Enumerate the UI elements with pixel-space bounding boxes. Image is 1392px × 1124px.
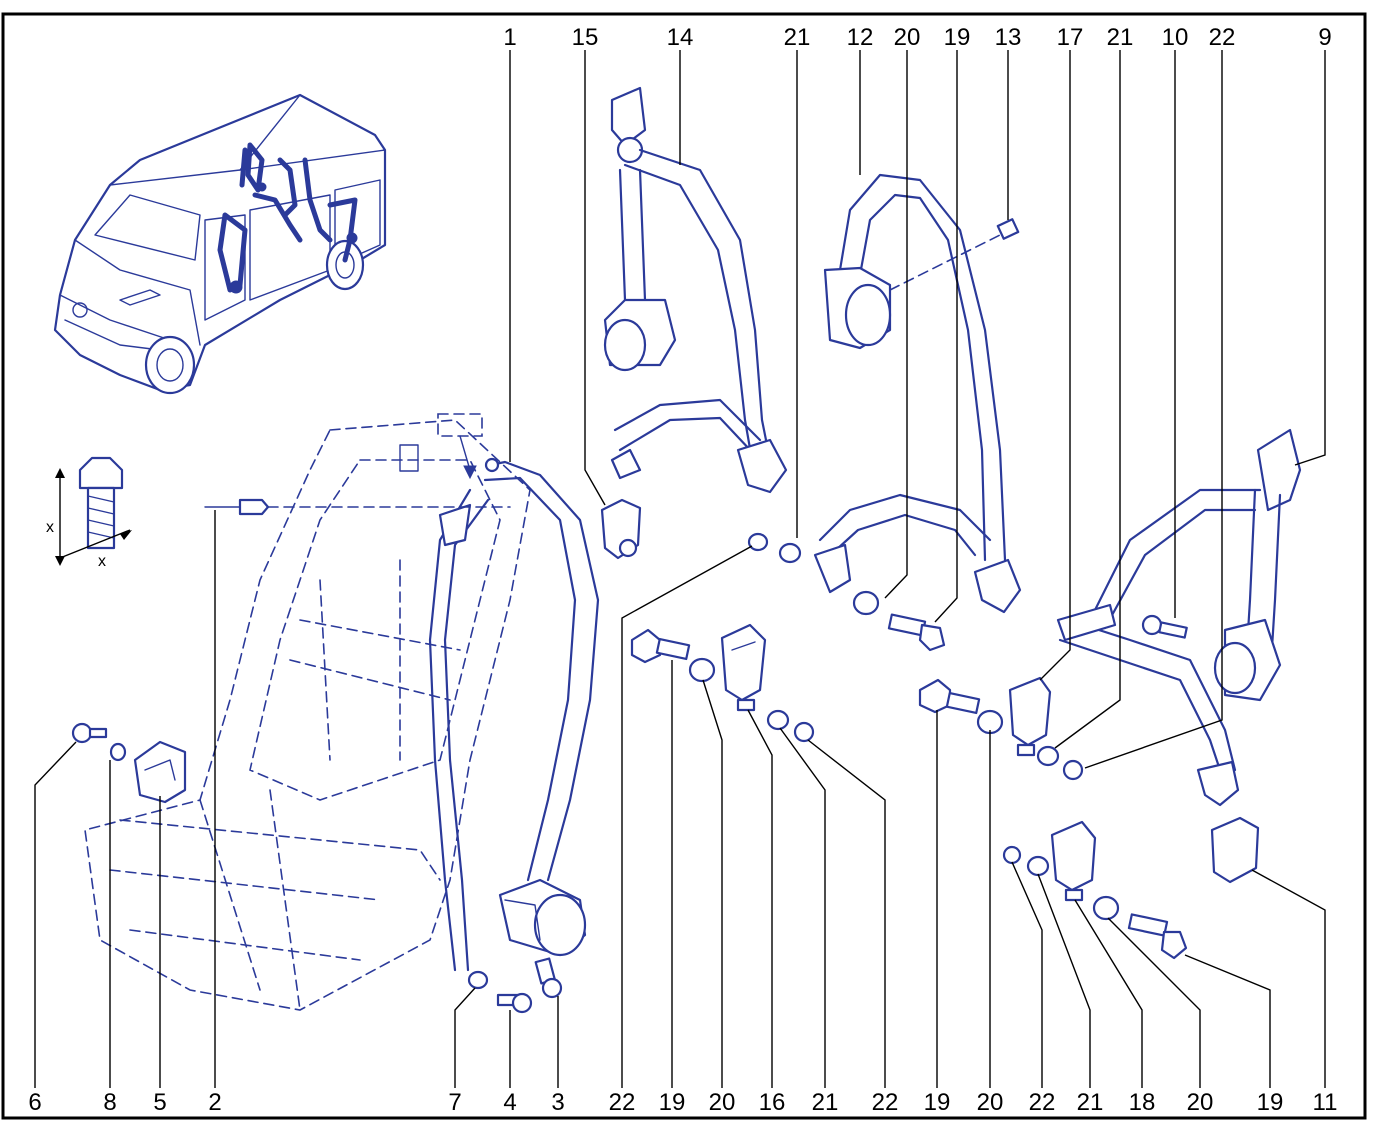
part-20-spacer-middle [688,657,716,683]
part-17-buckle [1008,676,1052,757]
callout-21-bottom-1: 21 [812,1089,839,1116]
callout-14: 14 [667,24,694,51]
part-13-bolt [996,218,1020,240]
callout-17: 17 [1057,24,1084,51]
part-8-washer [109,742,127,762]
callout-22-bottom-3: 22 [1029,1089,1056,1116]
part-9-seat-belt [1056,428,1302,807]
diagram-frame [1,12,1367,1120]
callout-2: 2 [208,1089,221,1116]
part-5-buckle-cover [133,740,187,804]
callout-13: 13 [995,24,1022,51]
dimension-label-x-horizontal: x [98,553,106,570]
callout-20-bottom-3: 20 [1187,1089,1214,1116]
callout-12: 12 [847,24,874,51]
callouts-bottom: 6 8 5 2 7 4 3 22 19 20 16 21 22 19 20 22… [28,1089,1337,1116]
callout-11: 11 [1313,1089,1338,1116]
callout-22-bottom-2: 22 [872,1089,899,1116]
part-4-bolt [496,992,533,1014]
callout-21-top-right: 21 [1107,24,1134,51]
dimension-label-x-vertical: x [46,519,54,536]
callout-21-top: 21 [784,24,811,51]
callout-10: 10 [1162,24,1189,51]
part-22-lockwasher-middle [793,721,815,743]
callout-1: 1 [503,24,516,51]
part-10-bolt [1141,614,1188,639]
callout-22-top: 22 [1209,24,1236,51]
part-2-guide-pin [204,498,511,516]
callout-19-bottom-3: 19 [1257,1089,1284,1116]
callout-19-bottom-1: 19 [659,1089,686,1116]
van-illustration [53,93,387,395]
callout-16: 16 [759,1089,786,1116]
callout-6: 6 [28,1089,41,1116]
part-7-washer [467,970,489,990]
part-20-spacer-upper [852,590,880,616]
callout-20-bottom-2: 20 [977,1089,1004,1116]
callout-15: 15 [572,24,599,51]
callout-8: 8 [103,1089,116,1116]
callout-5: 5 [153,1089,166,1116]
part-15-buckle-cover [600,498,642,560]
callout-20-bottom-1: 20 [709,1089,736,1116]
callouts-top: 1 15 14 21 12 20 19 13 17 21 10 22 9 [503,24,1331,51]
callout-7: 7 [448,1089,461,1116]
callout-21-bottom-2: 21 [1077,1089,1104,1116]
callout-4: 4 [503,1089,516,1116]
part-16-buckle [720,623,767,712]
part-19-bolt-right [918,678,981,715]
part-1-seat-belt [428,457,600,972]
part-11-buckle-cover [1210,816,1260,884]
part-20-spacer-right [976,709,1004,735]
part-21-washer-right [1036,745,1060,767]
callout-9: 9 [1318,24,1331,51]
part-19-bolt-middle [630,628,691,664]
callout-19-bottom-2: 19 [924,1089,951,1116]
part-12-seat-belt [813,173,1022,614]
part-22-lockwasher-right [1062,759,1084,781]
part-14-seat-belt [603,86,788,494]
lower-right-hardware [1002,820,1188,960]
part-6-bolt [71,722,108,744]
seat-frame-outline [84,413,531,1011]
callout-3: 3 [551,1089,564,1116]
part-21-washer-middle [766,709,790,731]
washer-group-upper [747,532,802,564]
part-19-bolt-upper [887,613,946,652]
callout-22-bottom-1: 22 [609,1089,636,1116]
callout-18: 18 [1129,1089,1156,1116]
part-3-bolt [534,957,563,999]
callout-20-top: 20 [894,24,921,51]
callout-19-top: 19 [944,24,971,51]
leader-lines [34,50,1326,1088]
bolt-dimension-detail: x x [46,456,132,570]
